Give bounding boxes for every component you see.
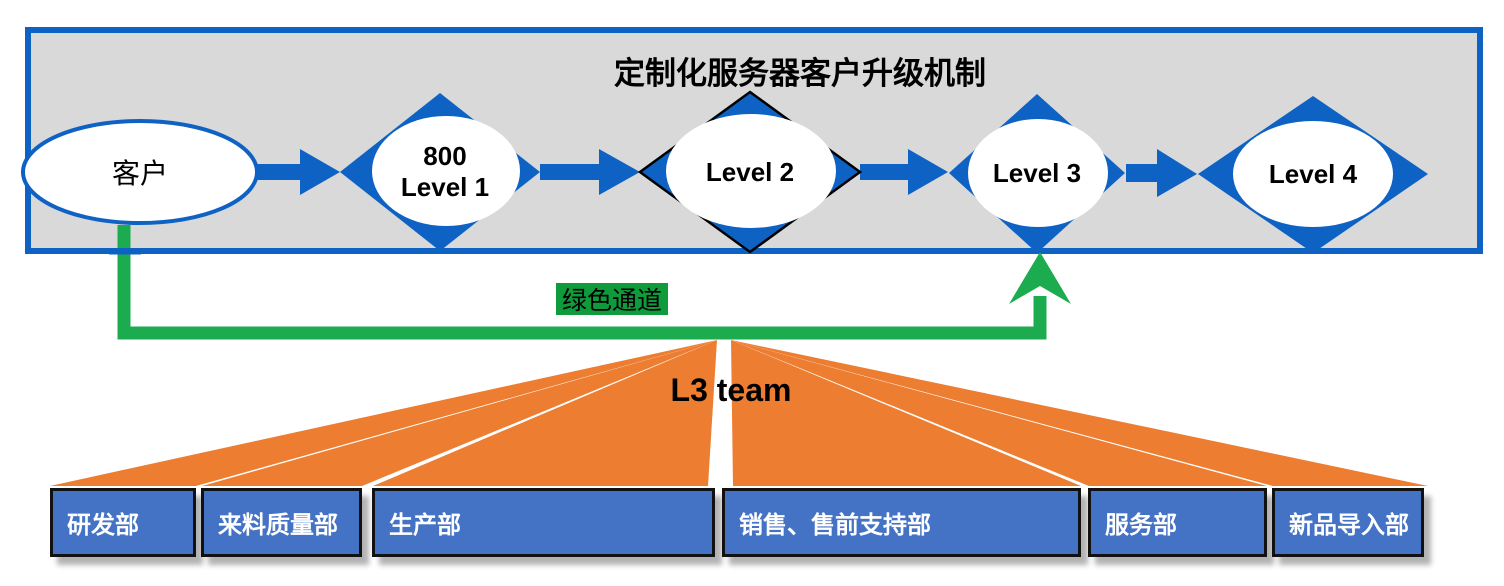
department-label: 生产部 [389, 512, 461, 539]
diagram-title: 定制化服务器客户升级机制 [614, 55, 986, 91]
green-channel-label: 绿色通道 [556, 283, 668, 315]
fan-segment-iqc [202, 340, 717, 486]
department-label: 销售、售前支持部 [739, 512, 931, 539]
fan-segment-production [373, 340, 717, 486]
department-box-sales: 销售、售前支持部 [722, 488, 1081, 557]
fan-segment-service [731, 340, 1267, 486]
department-box-service: 服务部 [1088, 488, 1267, 557]
level4-label: Level 4 [1268, 158, 1358, 189]
department-box-npi: 新品导入部 [1272, 488, 1424, 557]
department-label: 研发部 [67, 512, 139, 539]
department-label: 服务部 [1105, 512, 1177, 539]
customer-label: 客户 [111, 157, 168, 190]
level2-label: Level 2 [705, 156, 795, 187]
level3-label: Level 3 [992, 157, 1082, 188]
fan-segment-npi [731, 340, 1428, 486]
level1-line2: Level 1 [400, 172, 490, 202]
green-arrowhead-icon [1009, 252, 1071, 304]
fan-segment-sales [731, 340, 1081, 486]
department-box-production: 生产部 [372, 488, 715, 557]
l3-fan [50, 340, 1428, 486]
l3-team-label: L3 team [670, 371, 792, 408]
department-label: 来料质量部 [218, 512, 338, 539]
fan-segment-rd [50, 340, 717, 486]
level1-line1: 800 [423, 141, 467, 172]
department-label: 新品导入部 [1289, 512, 1409, 539]
level1-label: 800 Level 1 [345, 139, 545, 205]
department-box-iqc: 来料质量部 [201, 488, 362, 557]
department-box-rd: 研发部 [50, 488, 196, 557]
